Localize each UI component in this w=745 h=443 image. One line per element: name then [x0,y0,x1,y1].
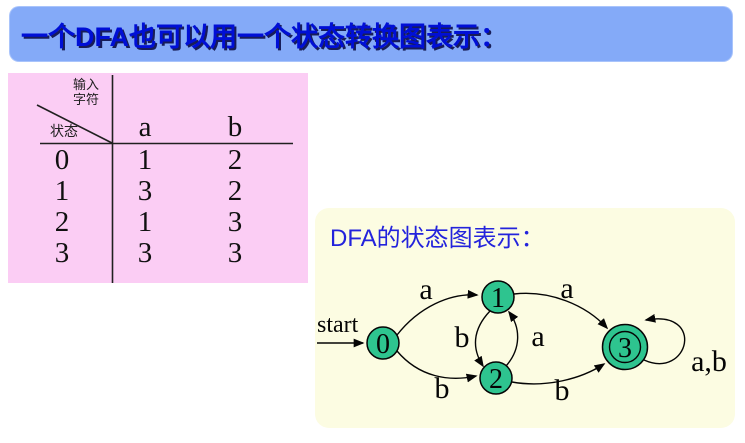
state-node-2 [479,361,513,395]
table-row: 0 1 2 [8,145,308,176]
table-body: 0 1 2 1 3 2 2 1 3 3 3 3 [8,145,308,269]
diagram-heading: DFA的状态图表示： [330,225,545,252]
transition-edge-1-3 [513,292,609,330]
transition-table-panel: 输入 字符 状态 a b 0 1 2 1 3 2 2 1 3 3 3 3 [8,73,308,283]
table-row: 1 3 2 [8,176,308,207]
state-node-1-label: 1 [491,283,505,314]
state-header: 状态 [50,123,78,139]
state-node-0-label: 0 [376,329,390,360]
state-cell: 3 [54,237,70,269]
state-node-3-label: 3 [618,333,632,364]
state-cell: 1 [54,175,70,207]
cell-b: 3 [227,206,243,238]
cell-a: 3 [137,237,153,269]
cell-b: 2 [227,175,243,207]
edge-label-2-3: b [555,374,570,407]
edge-label-2-1: a [531,320,544,353]
edge-label-self-loop: a,b [691,345,727,378]
transition-edge-2-1 [505,310,519,367]
self-loop-3 [643,313,686,365]
table-column-headers: a b [8,111,308,143]
title-bar: 一个DFA也可以用一个状态转换图表示： [10,7,732,61]
state-diagram: start a b b a a b a,b 0 1 2 3 [317,272,727,407]
input-chars-header-line2: 字符 [72,92,99,107]
transition-edge-0-1 [396,289,479,336]
edge-label-1-3: a [560,272,573,305]
edge-label-0-2: b [435,372,450,405]
state-cell: 0 [54,144,70,176]
table-row: 2 1 3 [8,207,308,238]
state-diagram-panel: DFA的状态图表示： start a b b a a b a,b 0 1 2 [315,208,735,428]
cell-a: 3 [137,175,153,207]
transition-edge-1-2 [474,310,491,368]
state-node-0 [366,326,400,360]
slide-title: 一个DFA也可以用一个状态转换图表示： [21,21,507,52]
input-chars-header-line1: 输入 [72,77,99,92]
state-node-1 [481,280,515,314]
edge-label-0-1: a [419,273,432,306]
column-header-b: b [227,111,243,143]
transition-edge-2-3 [511,363,606,385]
state-cell: 2 [54,206,70,238]
transition-edge-0-2 [396,350,478,383]
cell-b: 3 [227,237,243,269]
column-header-a: a [138,111,152,143]
cell-a: 1 [137,144,153,176]
state-node-2-label: 2 [489,364,503,395]
start-label: start [317,312,359,338]
edge-label-1-2: b [455,321,470,354]
input-chars-header: 输入 字符 [66,77,106,107]
state-node-3-accepting-ring [608,330,642,364]
table-row: 3 3 3 [8,238,308,269]
cell-a: 1 [137,206,153,238]
cell-b: 2 [227,144,243,176]
